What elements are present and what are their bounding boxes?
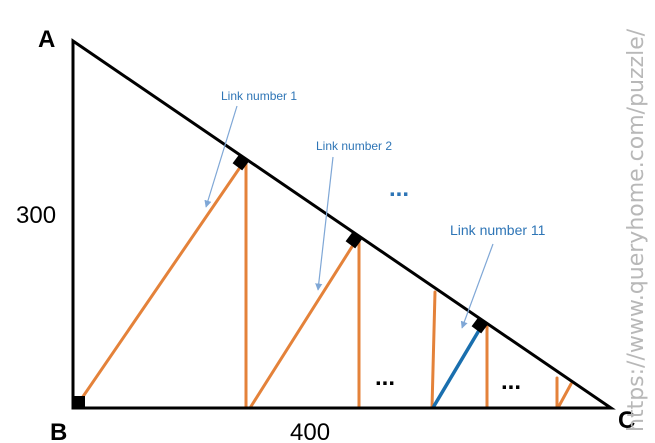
link-2-diagonal (248, 240, 357, 410)
callout-arrow-1 (204, 105, 238, 208)
vertex-label-c: C (618, 407, 635, 434)
link-10-vertical (430, 290, 437, 410)
ellipsis-black-2: ... (501, 368, 521, 395)
vertex-label-b: B (50, 419, 67, 443)
side-label-bc: 400 (290, 419, 330, 443)
triangle-outline (71, 38, 616, 410)
right-angle-marker-b (73, 396, 85, 408)
ellipsis-black-1: ... (375, 364, 395, 391)
side-label-ab: 300 (16, 202, 56, 229)
right-angle-markers (73, 153, 489, 408)
vertex-label-a: A (38, 26, 55, 53)
watermark-text: https://www.queryhome.com/puzzle/ (624, 28, 649, 432)
callout-arrow-11 (460, 243, 494, 329)
callout-arrow-2 (315, 156, 334, 291)
callout-arrows (204, 105, 494, 329)
small-link-diagonal (557, 382, 573, 408)
link-label-2: Link number 2 (316, 139, 392, 153)
link-11-diagonal (432, 325, 483, 408)
link-label-1: Link number 1 (221, 89, 297, 103)
link-label-11: Link number 11 (450, 222, 546, 238)
orange-links (80, 161, 573, 410)
ellipsis-blue: ... (389, 175, 409, 202)
link-1-diagonal (80, 161, 245, 400)
